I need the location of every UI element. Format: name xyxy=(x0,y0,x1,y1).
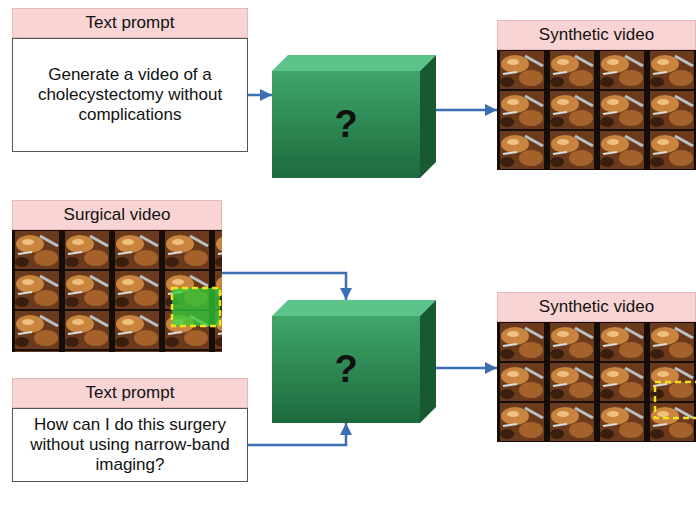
video-frames xyxy=(497,50,696,170)
video-area xyxy=(497,322,696,442)
video-panel: Synthetic video xyxy=(497,20,696,170)
prompt-body: How can I do this surgery without using … xyxy=(12,408,248,482)
flow-arrow xyxy=(222,273,346,300)
panel-heading: Text prompt xyxy=(12,8,248,38)
prompt-text: Generate a video of a cholecystectomy wi… xyxy=(23,65,237,125)
panel-heading: Text prompt xyxy=(12,378,248,408)
video-area xyxy=(497,50,696,170)
prompt-text: How can I do this surgery without using … xyxy=(23,415,237,475)
flow-arrow xyxy=(248,423,346,445)
prompt-box: Text promptGenerate a video of a cholecy… xyxy=(12,8,248,152)
flow-arrow xyxy=(248,94,272,97)
video-area xyxy=(12,230,222,352)
video-panel: Synthetic video xyxy=(497,292,696,442)
model-box: ? xyxy=(272,300,436,423)
prompt-box: Text promptHow can I do this surgery wit… xyxy=(12,378,248,482)
video-frames xyxy=(12,230,222,352)
highlight-box xyxy=(655,382,696,418)
video-frames xyxy=(497,322,696,442)
highlight-box xyxy=(172,288,220,326)
video-panel: Surgical video xyxy=(12,200,222,352)
flow-arrow xyxy=(436,367,497,370)
prompt-body: Generate a video of a cholecystectomy wi… xyxy=(12,38,248,152)
unknown-mark: ? xyxy=(272,316,420,423)
panel-heading: Synthetic video xyxy=(497,20,696,50)
flow-arrow xyxy=(436,109,497,112)
panel-heading: Surgical video xyxy=(12,200,222,230)
unknown-mark: ? xyxy=(272,71,420,178)
panel-heading: Synthetic video xyxy=(497,292,696,322)
model-box: ? xyxy=(272,55,436,178)
